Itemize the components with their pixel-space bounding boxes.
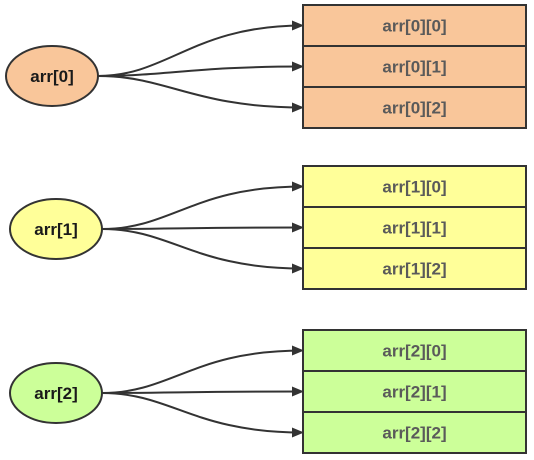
node-label-1: arr[1]	[34, 220, 77, 239]
cell-label-0-1: arr[0][1]	[382, 58, 446, 77]
cell-box-2-0	[302, 329, 527, 372]
cell-label-2-2: arr[2][2]	[382, 424, 446, 443]
cell-label-0-0: arr[0][0]	[382, 17, 446, 36]
arrow-1-2	[101, 228, 304, 274]
arrow-1-0	[101, 181, 304, 230]
node-ellipse-1	[9, 198, 103, 260]
cell-label-0-2: arr[0][2]	[382, 99, 446, 118]
arrow-1-1	[101, 222, 304, 233]
arrow-0-2	[97, 75, 304, 113]
arrow-0-0	[97, 20, 304, 77]
node-label-0: arr[0]	[30, 67, 73, 86]
cell-label-2-1: arr[2][1]	[382, 383, 446, 402]
cell-label-2-0: arr[2][0]	[382, 342, 446, 361]
arrow-0-1	[97, 61, 304, 77]
cell-label-1-2: arr[1][2]	[382, 260, 446, 279]
node-ellipse-0	[5, 45, 99, 107]
cell-label-1-1: arr[1][1]	[382, 219, 446, 238]
cell-box-2-1	[302, 370, 527, 413]
cell-box-0-2	[302, 86, 527, 129]
arrow-2-0	[101, 345, 304, 394]
array-group-1: arr[1][0] arr[1][1] arr[1][2] arr[1]	[9, 165, 527, 290]
arrow-2-1	[101, 386, 304, 397]
cell-box-1-2	[302, 247, 527, 290]
array-group-0: arr[0][0] arr[0][1] arr[0][2] arr[0]	[5, 4, 527, 129]
cell-box-2-2	[302, 411, 527, 454]
array-group-2: arr[2][0] arr[2][1] arr[2][2] arr[2]	[9, 329, 527, 454]
node-label-2: arr[2]	[34, 384, 77, 403]
cell-box-0-1	[302, 45, 527, 88]
arrow-2-2	[101, 392, 304, 438]
cell-label-1-0: arr[1][0]	[382, 178, 446, 197]
node-ellipse-2	[9, 362, 103, 424]
